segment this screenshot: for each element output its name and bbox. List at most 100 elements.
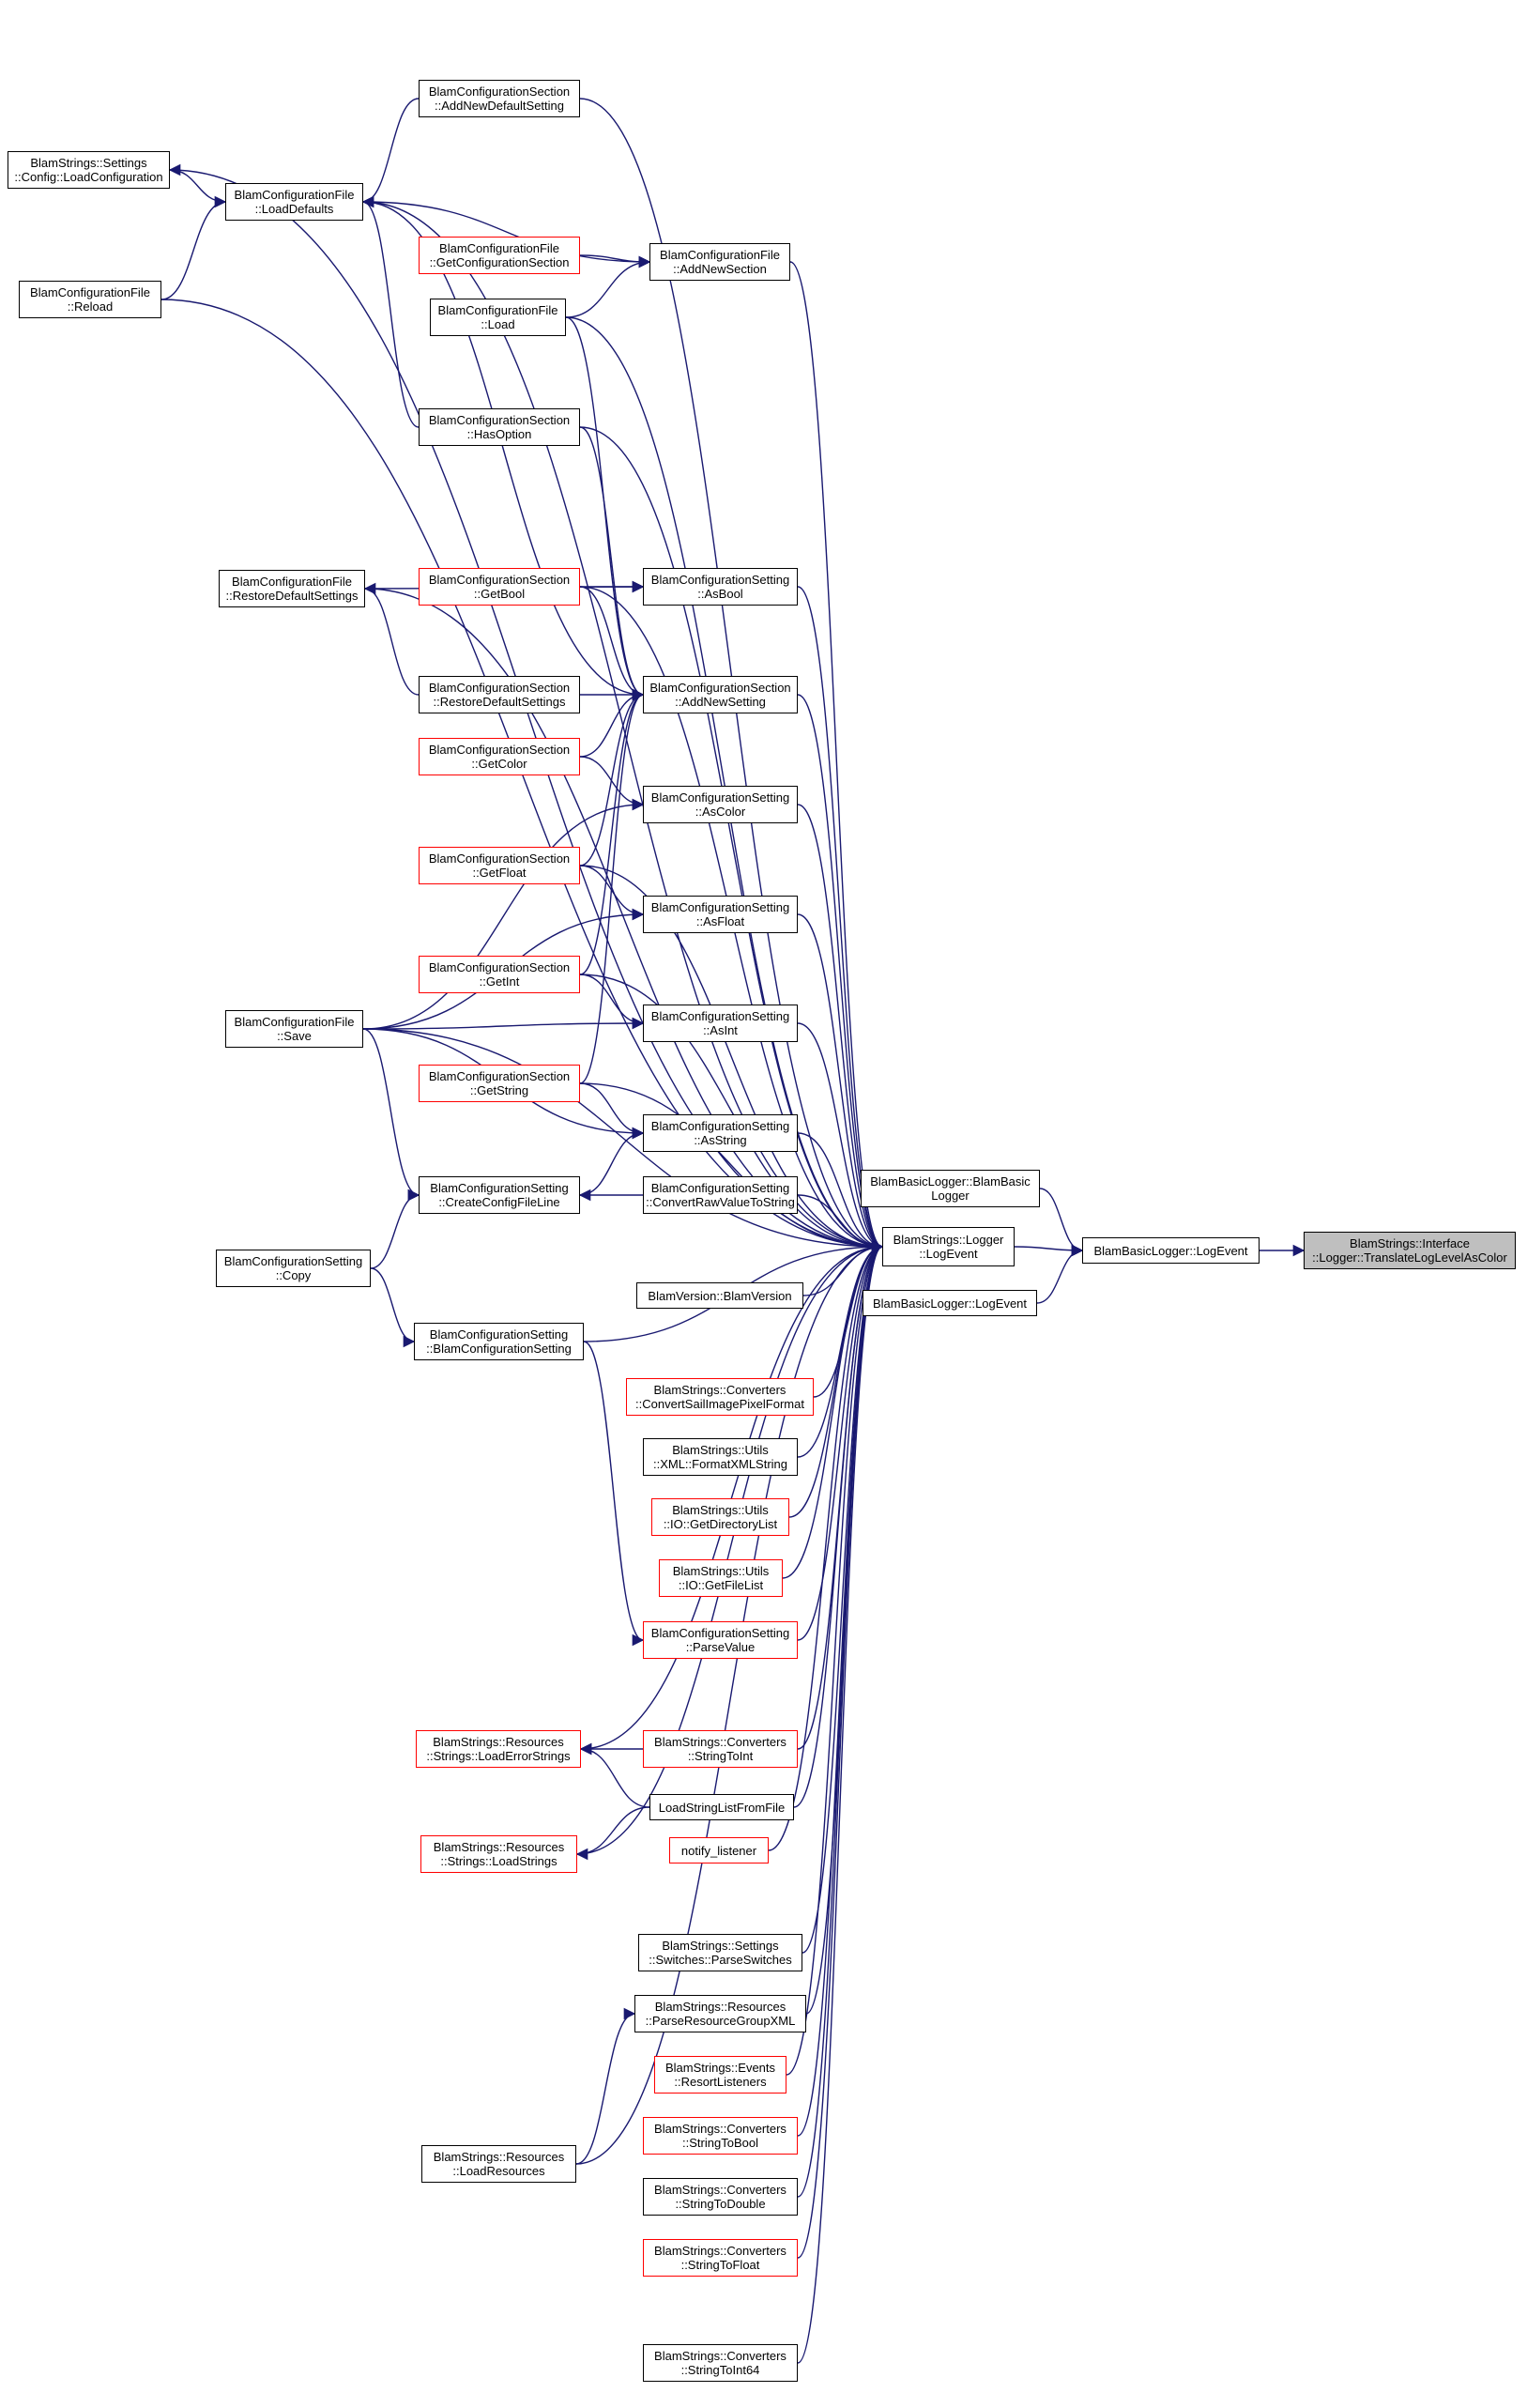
call-edge-cs-get-int-to-cs-add-new-setting [579, 688, 645, 975]
node-label-line: BlamConfigurationSetting [650, 900, 790, 914]
call-edge-cf-load-to-cf-add-new-section [565, 255, 651, 318]
node-label-line: BlamConfigurationFile [439, 241, 559, 255]
node-set-copy[interactable]: BlamConfigurationSetting::Copy [216, 1250, 371, 1287]
node-res-load-err[interactable]: BlamStrings::Resources::Strings::LoadErr… [416, 1730, 581, 1768]
call-edge-set-copy-to-set-create-cfg-line [370, 1189, 420, 1269]
node-set-ctor[interactable]: BlamConfigurationSetting::BlamConfigurat… [414, 1323, 584, 1360]
node-set-create-cfg-line[interactable]: BlamConfigurationSetting::CreateConfigFi… [419, 1176, 580, 1214]
node-cs-get-color[interactable]: BlamConfigurationSection::GetColor [419, 738, 580, 775]
node-cf-save[interactable]: BlamConfigurationFile::Save [225, 1010, 363, 1048]
node-xml-format[interactable]: BlamStrings::Utils::XML::FormatXMLString [643, 1438, 798, 1476]
node-cs-get-int[interactable]: BlamConfigurationSection::GetInt [419, 956, 580, 993]
call-edge-res-load-strings-to-loggerlog [576, 1240, 884, 1855]
call-edge-basiclog2-to-basiclog1 [1036, 1244, 1084, 1304]
node-label-line: BlamStrings::Converters [654, 2349, 786, 2363]
node-cs-get-float[interactable]: BlamConfigurationSection::GetFloat [419, 847, 580, 884]
node-label-line: BlamConfigurationSection [428, 960, 571, 974]
node-label-line: BlamBasicLogger::BlamBasic [870, 1174, 1031, 1189]
node-conv-str-to-float[interactable]: BlamStrings::Converters::StringToFloat [643, 2239, 798, 2277]
node-conv-str-to-int64[interactable]: BlamStrings::Converters::StringToInt64 [643, 2344, 798, 2382]
node-cs-restore-defaults[interactable]: BlamConfigurationSection::RestoreDefault… [419, 676, 580, 713]
call-edge-set-convert-raw-to-loggerlog [797, 1194, 884, 1253]
node-set-as-int[interactable]: BlamConfigurationSetting::AsInt [643, 1005, 798, 1042]
node-label-line: BlamConfigurationSection [428, 573, 571, 587]
node-label-line: BlamConfigurationSection [428, 84, 571, 99]
node-label-line: ::HasOption [466, 427, 532, 441]
node-label-line: ::LogEvent [919, 1247, 978, 1261]
node-cf-reload[interactable]: BlamConfigurationFile::Reload [19, 281, 161, 318]
node-label-line: BlamStrings::Converters [653, 1383, 786, 1397]
node-io-get-dir[interactable]: BlamStrings::Utils::IO::GetDirectoryList [651, 1498, 789, 1536]
call-edge-load-str-list-to-res-load-err [579, 1742, 650, 1808]
node-basiclog1[interactable]: BlamBasicLogger::LogEvent [1082, 1237, 1260, 1264]
node-label-line: ::StringToInt64 [680, 2363, 760, 2377]
node-label-line: BlamStrings::Converters [654, 2183, 786, 2197]
node-set-parse-switches[interactable]: BlamStrings::Settings::Switches::ParseSw… [638, 1934, 802, 1971]
node-conv-str-to-double[interactable]: BlamStrings::Converters::StringToDouble [643, 2178, 798, 2216]
node-label-line: BlamStrings::Converters [654, 2122, 786, 2136]
node-cf-restore-defaults[interactable]: BlamConfigurationFile::RestoreDefaultSet… [219, 570, 365, 607]
node-basiclog2[interactable]: BlamBasicLogger::LogEvent [863, 1290, 1037, 1316]
node-res-parse-group[interactable]: BlamStrings::Resources::ParseResourceGro… [634, 1995, 806, 2032]
node-notify-listener[interactable]: notify_listener [669, 1837, 769, 1864]
node-cfg-load-config[interactable]: BlamStrings::Settings::Config::LoadConfi… [8, 151, 170, 189]
node-label-line: BlamStrings::Utils [672, 1443, 769, 1457]
node-set-as-float[interactable]: BlamConfigurationSetting::AsFloat [643, 896, 798, 933]
node-set-parse-value[interactable]: BlamConfigurationSetting::ParseValue [643, 1621, 798, 1659]
node-label-line: Logger [931, 1189, 970, 1203]
node-cs-get-bool[interactable]: BlamConfigurationSection::GetBool [419, 568, 580, 606]
node-cs-get-string[interactable]: BlamConfigurationSection::GetString [419, 1065, 580, 1102]
node-label-line: ::Save [277, 1029, 312, 1043]
node-label-line: BlamConfigurationSection [428, 851, 571, 866]
node-label-line: ::StringToDouble [675, 2197, 766, 2211]
node-res-load-strings[interactable]: BlamStrings::Resources::Strings::LoadStr… [420, 1835, 577, 1873]
node-label-line: ::ConvertRawValueToString [646, 1195, 795, 1209]
node-load-str-list[interactable]: LoadStringListFromFile [649, 1794, 794, 1820]
call-edge-cf-load-defaults-to-cs-add-new-setting [362, 201, 645, 701]
node-label-line: BlamConfigurationSetting [429, 1327, 569, 1342]
node-label-line: BlamBasicLogger::LogEvent [872, 1296, 1028, 1311]
call-edge-set-create-cfg-line-to-set-as-string [579, 1127, 645, 1196]
node-label-line: ::StringToBool [682, 2136, 758, 2150]
node-set-as-color[interactable]: BlamConfigurationSetting::AsColor [643, 786, 798, 823]
node-res-load-resources[interactable]: BlamStrings::Resources::LoadResources [421, 2145, 576, 2183]
call-edge-load-str-list-to-loggerlog [793, 1240, 884, 1808]
node-conv-sail[interactable]: BlamStrings::Converters::ConvertSailImag… [626, 1378, 814, 1416]
node-label-line: ::RestoreDefaultSettings [433, 695, 566, 709]
node-loggerlog[interactable]: BlamStrings::Logger::LogEvent [882, 1227, 1015, 1266]
node-label-line: BlamConfigurationSetting [430, 1181, 569, 1195]
node-set-as-string[interactable]: BlamConfigurationSetting::AsString [643, 1114, 798, 1152]
call-edge-basiclogctor-to-basiclog1 [1039, 1188, 1084, 1257]
node-conv-str-to-int[interactable]: BlamStrings::Converters::StringToInt [643, 1730, 798, 1768]
node-label-line: BlamStrings::Resources [433, 1840, 565, 1854]
node-cf-load[interactable]: BlamConfigurationFile::Load [430, 299, 566, 336]
node-label-line: BlamConfigurationSection [428, 681, 571, 695]
node-label-line: BlamConfigurationSetting [650, 1181, 790, 1195]
node-label-line: ::BlamConfigurationSetting [426, 1342, 572, 1356]
node-set-convert-raw[interactable]: BlamConfigurationSetting::ConvertRawValu… [643, 1176, 798, 1214]
node-set-as-bool[interactable]: BlamConfigurationSetting::AsBool [643, 568, 798, 606]
node-label-line: BlamConfigurationSetting [223, 1254, 363, 1268]
node-cs-add-new-setting[interactable]: BlamConfigurationSection::AddNewSetting [643, 676, 798, 713]
node-label-line: ::StringToInt [687, 1749, 754, 1763]
call-edge-set-as-color-to-loggerlog [797, 804, 884, 1253]
call-edge-cf-load-defaults-to-cf-add-new-section [362, 201, 651, 268]
node-ev-resort[interactable]: BlamStrings::Events::ResortListeners [654, 2056, 786, 2094]
call-edge-set-parse-value-to-loggerlog [797, 1240, 884, 1641]
node-label-line: BlamConfigurationFile [660, 248, 780, 262]
node-label-line: ::AddNewSetting [675, 695, 766, 709]
node-label-line: ::IO::GetDirectoryList [663, 1517, 778, 1531]
node-version-blam[interactable]: BlamVersion::BlamVersion [636, 1282, 803, 1309]
call-edge-load-str-list-to-res-load-strings [575, 1806, 650, 1861]
node-cf-load-defaults[interactable]: BlamConfigurationFile::LoadDefaults [225, 183, 363, 221]
node-conv-str-to-bool[interactable]: BlamStrings::Converters::StringToBool [643, 2117, 798, 2155]
node-cs-add-new-default[interactable]: BlamConfigurationSection::AddNewDefaultS… [419, 80, 580, 117]
call-edge-cs-add-new-default-to-cf-load-defaults [361, 98, 420, 208]
node-io-get-file[interactable]: BlamStrings::Utils::IO::GetFileList [659, 1559, 783, 1597]
node-cf-add-new-section[interactable]: BlamConfigurationFile::AddNewSection [649, 243, 790, 281]
node-label-line: ::GetBool [473, 587, 526, 601]
node-cs-has-option[interactable]: BlamConfigurationSection::HasOption [419, 408, 580, 446]
node-cf-get-config-section[interactable]: BlamConfigurationFile::GetConfigurationS… [419, 237, 580, 274]
